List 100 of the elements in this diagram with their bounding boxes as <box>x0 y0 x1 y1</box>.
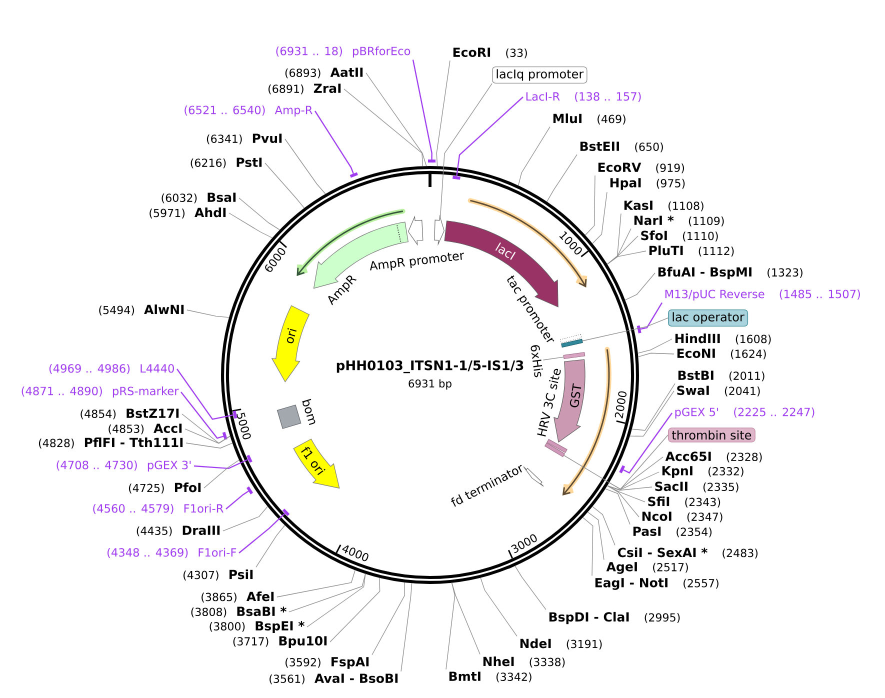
leader-line <box>186 310 230 318</box>
leader-line <box>582 318 668 342</box>
feature-label: bom <box>302 398 316 425</box>
primer-label: (4708 .. 4730) pGEX 3' <box>56 460 191 472</box>
leader-line <box>180 392 224 439</box>
feature-segment <box>434 214 444 246</box>
site-label: (3592) FspAI <box>286 657 369 669</box>
leader-line <box>182 414 230 444</box>
leader-line <box>546 154 578 202</box>
leader-line <box>592 192 608 244</box>
tick-label: 5000 <box>236 412 251 440</box>
leader-line <box>194 458 248 470</box>
leader-line <box>606 250 646 265</box>
leader-line <box>542 356 564 360</box>
site-label: (5494) AlwNI <box>99 304 184 316</box>
primer-mark <box>428 160 436 162</box>
leader-line <box>606 228 632 265</box>
site-label: (3717) Bpu10I <box>233 636 327 648</box>
site-label: BstEII (650) <box>580 142 663 152</box>
site-label: BspDI - ClaI (2995) <box>549 612 680 624</box>
leader-line <box>314 110 354 174</box>
leader-line <box>632 383 676 431</box>
site-label: (3561) AvaI - BsoBI <box>270 674 398 684</box>
site-label: (6341) PvuI <box>206 134 282 144</box>
leader-line <box>518 126 550 186</box>
site-label: (4725) PfoI <box>128 482 201 494</box>
leader-line <box>372 582 405 656</box>
leader-line <box>608 456 664 490</box>
leader-line <box>366 72 427 166</box>
site-label: CsiI - SexAI * (2483) <box>618 548 758 558</box>
leader-line <box>638 352 674 358</box>
leader-line <box>452 582 480 655</box>
site-label: SfiI (2343) <box>648 496 720 508</box>
leader-line <box>606 485 640 518</box>
leader-line <box>638 338 672 354</box>
primer-label: (4560 .. 4579) F1ori-R <box>93 504 224 514</box>
site-label: HpaI (975) <box>610 178 685 190</box>
site-label: (6891) ZraI <box>268 84 341 94</box>
leader-line <box>606 485 646 502</box>
leader-line <box>606 213 622 265</box>
leader-line <box>284 138 326 194</box>
primer-label: (4348 .. 4369) F1ori-F <box>108 548 236 558</box>
site-label: (4853) AccI <box>108 424 182 434</box>
leader-line <box>344 88 424 166</box>
leader-line <box>480 577 518 637</box>
site-label: SfoI (1110) <box>641 230 718 242</box>
site-label: NdeI (3191) <box>520 638 602 650</box>
primer-mark <box>452 176 460 180</box>
primer-mark <box>619 465 626 474</box>
label-box: lac operator <box>668 309 748 327</box>
site-label: (6893) AatII <box>285 68 363 78</box>
leader-line <box>564 434 668 490</box>
leader-line <box>276 570 356 598</box>
site-label: (3808) BsaBI * <box>191 606 286 618</box>
site-label: NcoI (2347) <box>642 512 722 522</box>
site-label: KasI (1108) <box>624 200 704 212</box>
primer-label: (4969 .. 4986) L4440 <box>49 364 174 374</box>
site-label: (3800) BspEI * <box>210 621 304 633</box>
feature-bar <box>561 338 583 348</box>
leader-line <box>306 573 366 628</box>
site-label: AgeI (2517) <box>606 562 688 574</box>
leader-line <box>456 96 524 176</box>
label-box: lacIq promoter <box>492 66 588 84</box>
site-label: KpnI (2332) <box>662 466 744 478</box>
site-label: EcoRI (33) <box>453 48 527 58</box>
site-label: HindIII (1608) <box>675 334 771 344</box>
site-label: (3865) AfeI <box>202 592 274 602</box>
leader-line <box>584 175 596 236</box>
site-label: Acc65I (2328) <box>665 452 762 462</box>
leader-line <box>204 460 240 488</box>
leader-line <box>623 412 672 474</box>
site-label: PasI (2354) <box>633 526 712 538</box>
site-label: NheI (3338) <box>483 656 565 668</box>
leader-line <box>186 442 233 448</box>
leader-line <box>436 60 450 166</box>
primer-label: pGEX 5' (2225 .. 2247) <box>675 408 814 418</box>
primer-mark <box>636 325 642 334</box>
leader-line <box>184 428 230 444</box>
site-label: BfuAI - BspMI (1323) <box>658 266 802 280</box>
site-label: (5971) AhdI <box>150 208 226 218</box>
leader-line <box>624 272 656 300</box>
primer-label: (6931 .. 18) pBRforEco <box>276 46 410 58</box>
leader-line <box>412 60 432 160</box>
primer-mark <box>246 454 252 463</box>
site-label: (4307) PsiI <box>184 570 253 580</box>
leader-line <box>592 506 616 546</box>
primer-mark <box>350 172 358 178</box>
leader-line <box>604 488 630 525</box>
site-label: (6216) PstI <box>190 158 262 168</box>
leader-line <box>606 485 652 491</box>
site-label: (6032) BsaI <box>162 192 236 204</box>
leader-line <box>238 198 280 230</box>
leader-line <box>176 368 234 420</box>
feature-bar <box>563 352 586 360</box>
primer-mark <box>282 508 290 516</box>
site-label: SwaI (2041) <box>677 386 760 396</box>
primer-label: (4871 .. 4890) pRS-marker <box>22 386 179 398</box>
feature-segment: ori <box>271 305 310 382</box>
site-label: MluI (469) <box>553 114 626 124</box>
leader-line <box>630 390 674 437</box>
